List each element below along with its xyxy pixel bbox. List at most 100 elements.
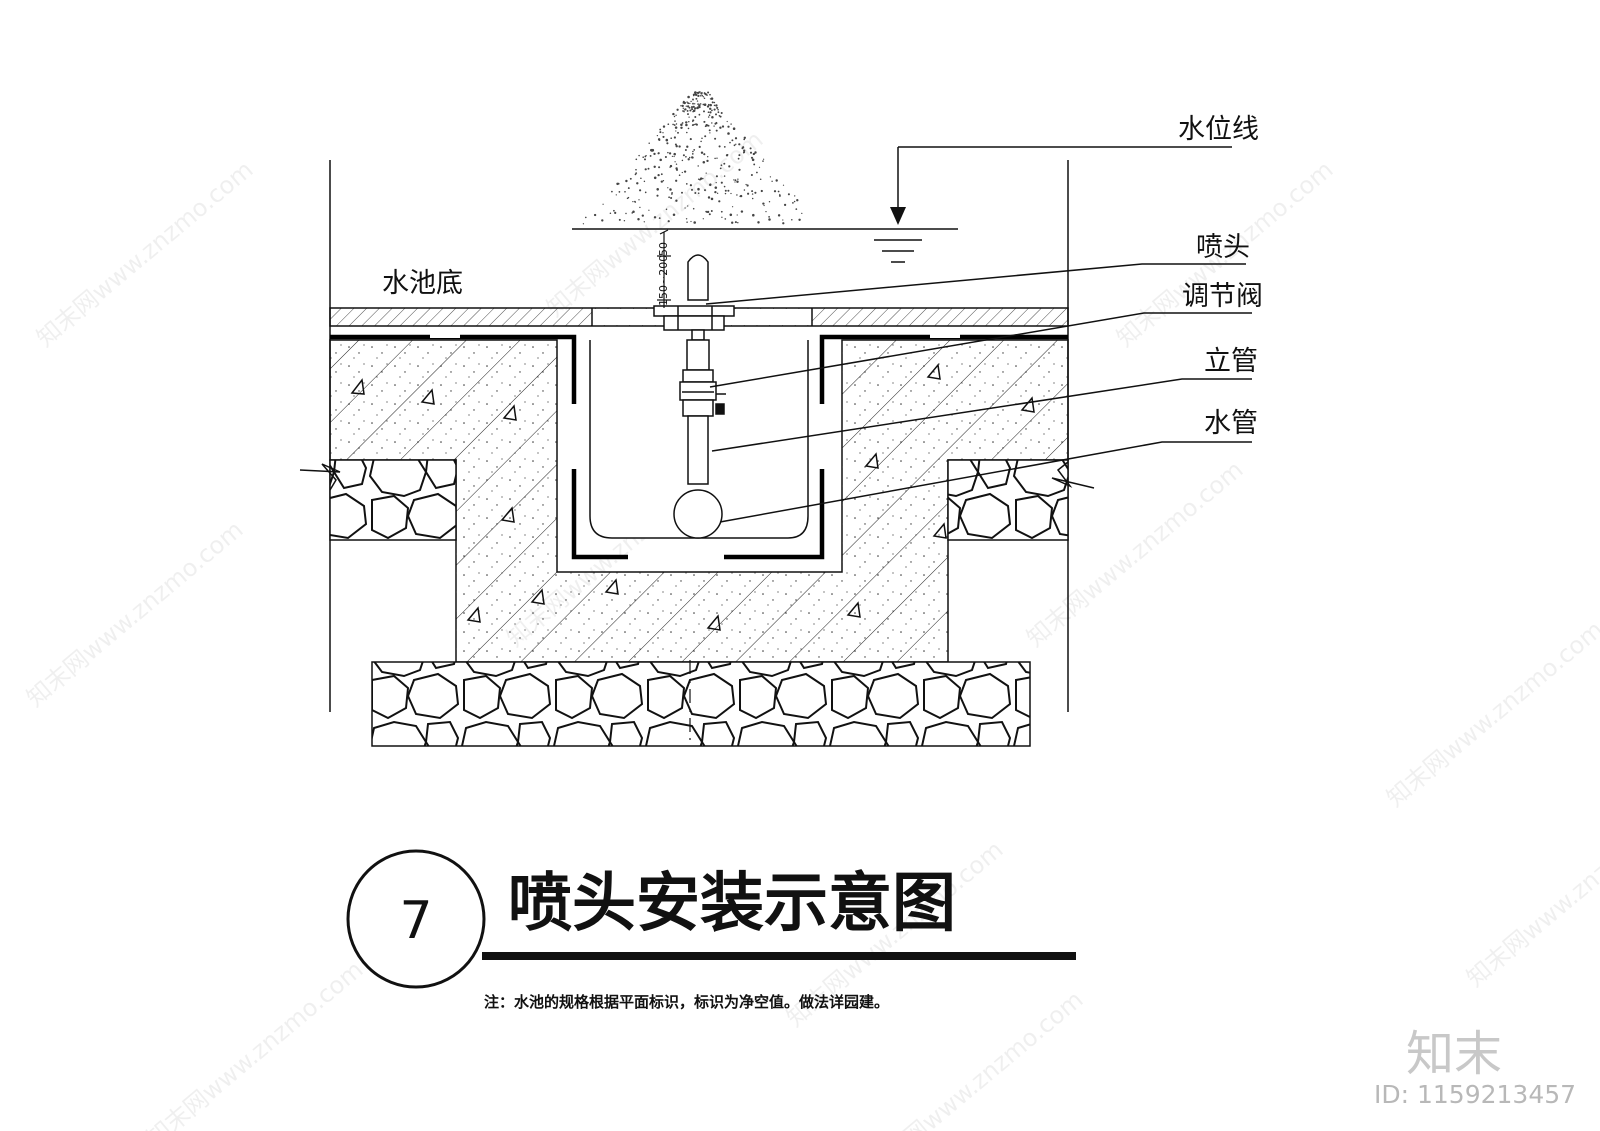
spray-dot xyxy=(716,157,718,159)
spray-dot xyxy=(723,162,726,165)
spray-dot xyxy=(718,200,721,203)
spray-dot xyxy=(762,202,765,205)
spray-dot xyxy=(662,125,666,128)
spray-dot xyxy=(700,151,704,154)
spray-dot xyxy=(782,219,784,221)
watermark-text: 知末网www.znzmo.com xyxy=(1461,795,1600,992)
spray-dot xyxy=(791,219,793,221)
spray-dot xyxy=(709,111,712,114)
spray-dot xyxy=(675,199,678,202)
spray-dot xyxy=(768,218,771,221)
spray-dot xyxy=(684,149,687,151)
spray-dot xyxy=(638,154,640,157)
spray-dot xyxy=(708,129,711,132)
spray-dot xyxy=(632,200,634,203)
spray-dot xyxy=(768,216,770,218)
spray-dot xyxy=(695,123,698,126)
spray-dot xyxy=(683,170,687,173)
spray-dot xyxy=(759,178,762,180)
spray-dot xyxy=(696,106,699,110)
spray-dot xyxy=(644,168,647,171)
spray-dot xyxy=(669,188,672,191)
spray-dot xyxy=(678,174,681,177)
spray-dot xyxy=(653,176,657,180)
spray-dot xyxy=(694,116,697,118)
spray-dot xyxy=(778,194,781,197)
spray-dot xyxy=(660,173,663,176)
spray-dot xyxy=(682,110,684,112)
spray-dot xyxy=(704,189,706,192)
spray-dot xyxy=(713,101,716,104)
label-nozzle: 喷头 xyxy=(1196,232,1250,263)
spray-dot xyxy=(665,138,669,142)
spray-dot xyxy=(641,214,644,217)
spray-dot xyxy=(727,125,730,128)
spray-dot xyxy=(656,194,659,197)
spray-dot xyxy=(670,196,673,200)
spray-dot xyxy=(734,181,736,183)
spray-dot xyxy=(699,177,703,180)
spray-dot xyxy=(724,189,727,192)
spray-dot xyxy=(685,121,688,124)
spray-dot xyxy=(793,200,796,203)
spray-dot xyxy=(681,171,683,174)
spray-dot xyxy=(686,145,689,148)
spray-dot xyxy=(717,108,719,111)
spray-dot xyxy=(727,189,730,192)
spray-dot xyxy=(710,97,714,100)
spray-dot xyxy=(658,139,661,141)
title-number-circle xyxy=(346,849,486,989)
spray-dot xyxy=(700,92,703,95)
spray-dot xyxy=(702,161,706,164)
spray-dot xyxy=(584,216,587,219)
spray-dot xyxy=(696,100,699,102)
spray-dot xyxy=(680,126,683,130)
spray-dot xyxy=(685,131,688,134)
spray-dot xyxy=(691,153,694,155)
spray-dot xyxy=(705,172,707,174)
spray-dot xyxy=(731,139,734,142)
spray-dot xyxy=(700,95,702,97)
spray-dot xyxy=(687,95,690,99)
spray-dot xyxy=(751,197,754,200)
spray-dot xyxy=(717,111,720,114)
spray-dot xyxy=(668,152,672,155)
dimension-marks xyxy=(657,229,671,308)
spray-dot xyxy=(676,108,679,111)
spray-dot xyxy=(709,183,712,186)
spray-dot xyxy=(715,175,718,178)
spray-dot xyxy=(698,113,701,116)
spray-dot xyxy=(783,203,787,207)
spray-dot xyxy=(691,106,693,109)
spray-dot xyxy=(750,173,753,177)
spray-dot xyxy=(734,179,737,182)
spray-dot xyxy=(675,145,678,148)
spray-dot xyxy=(762,160,764,162)
spray-dot xyxy=(672,213,676,216)
spray-dot xyxy=(675,167,678,170)
spray-dot xyxy=(719,126,722,129)
spray-dot xyxy=(746,184,749,187)
spray-dot xyxy=(709,103,712,107)
spray-dot xyxy=(697,192,700,194)
spray-dot xyxy=(658,217,661,220)
spray-dot xyxy=(625,212,627,215)
spray-dot xyxy=(662,132,664,134)
title-number: 7 xyxy=(399,891,432,951)
spray-dot xyxy=(672,112,675,116)
spray-dot xyxy=(771,180,773,183)
spray-dot xyxy=(685,123,688,127)
spray-dot xyxy=(794,195,796,197)
spray-dot xyxy=(653,216,657,219)
spray-dot xyxy=(735,143,737,145)
spray-dot xyxy=(672,123,674,126)
spray-dot xyxy=(689,184,693,187)
label-riser-pipe: 立管 xyxy=(1204,346,1258,377)
spray-dot xyxy=(741,147,744,150)
spray-dot xyxy=(729,141,731,144)
spray-dot xyxy=(782,184,785,186)
spray-dot xyxy=(696,106,699,108)
spray-dot xyxy=(689,102,691,105)
spray-dot xyxy=(640,177,642,179)
spray-dot xyxy=(721,125,725,128)
